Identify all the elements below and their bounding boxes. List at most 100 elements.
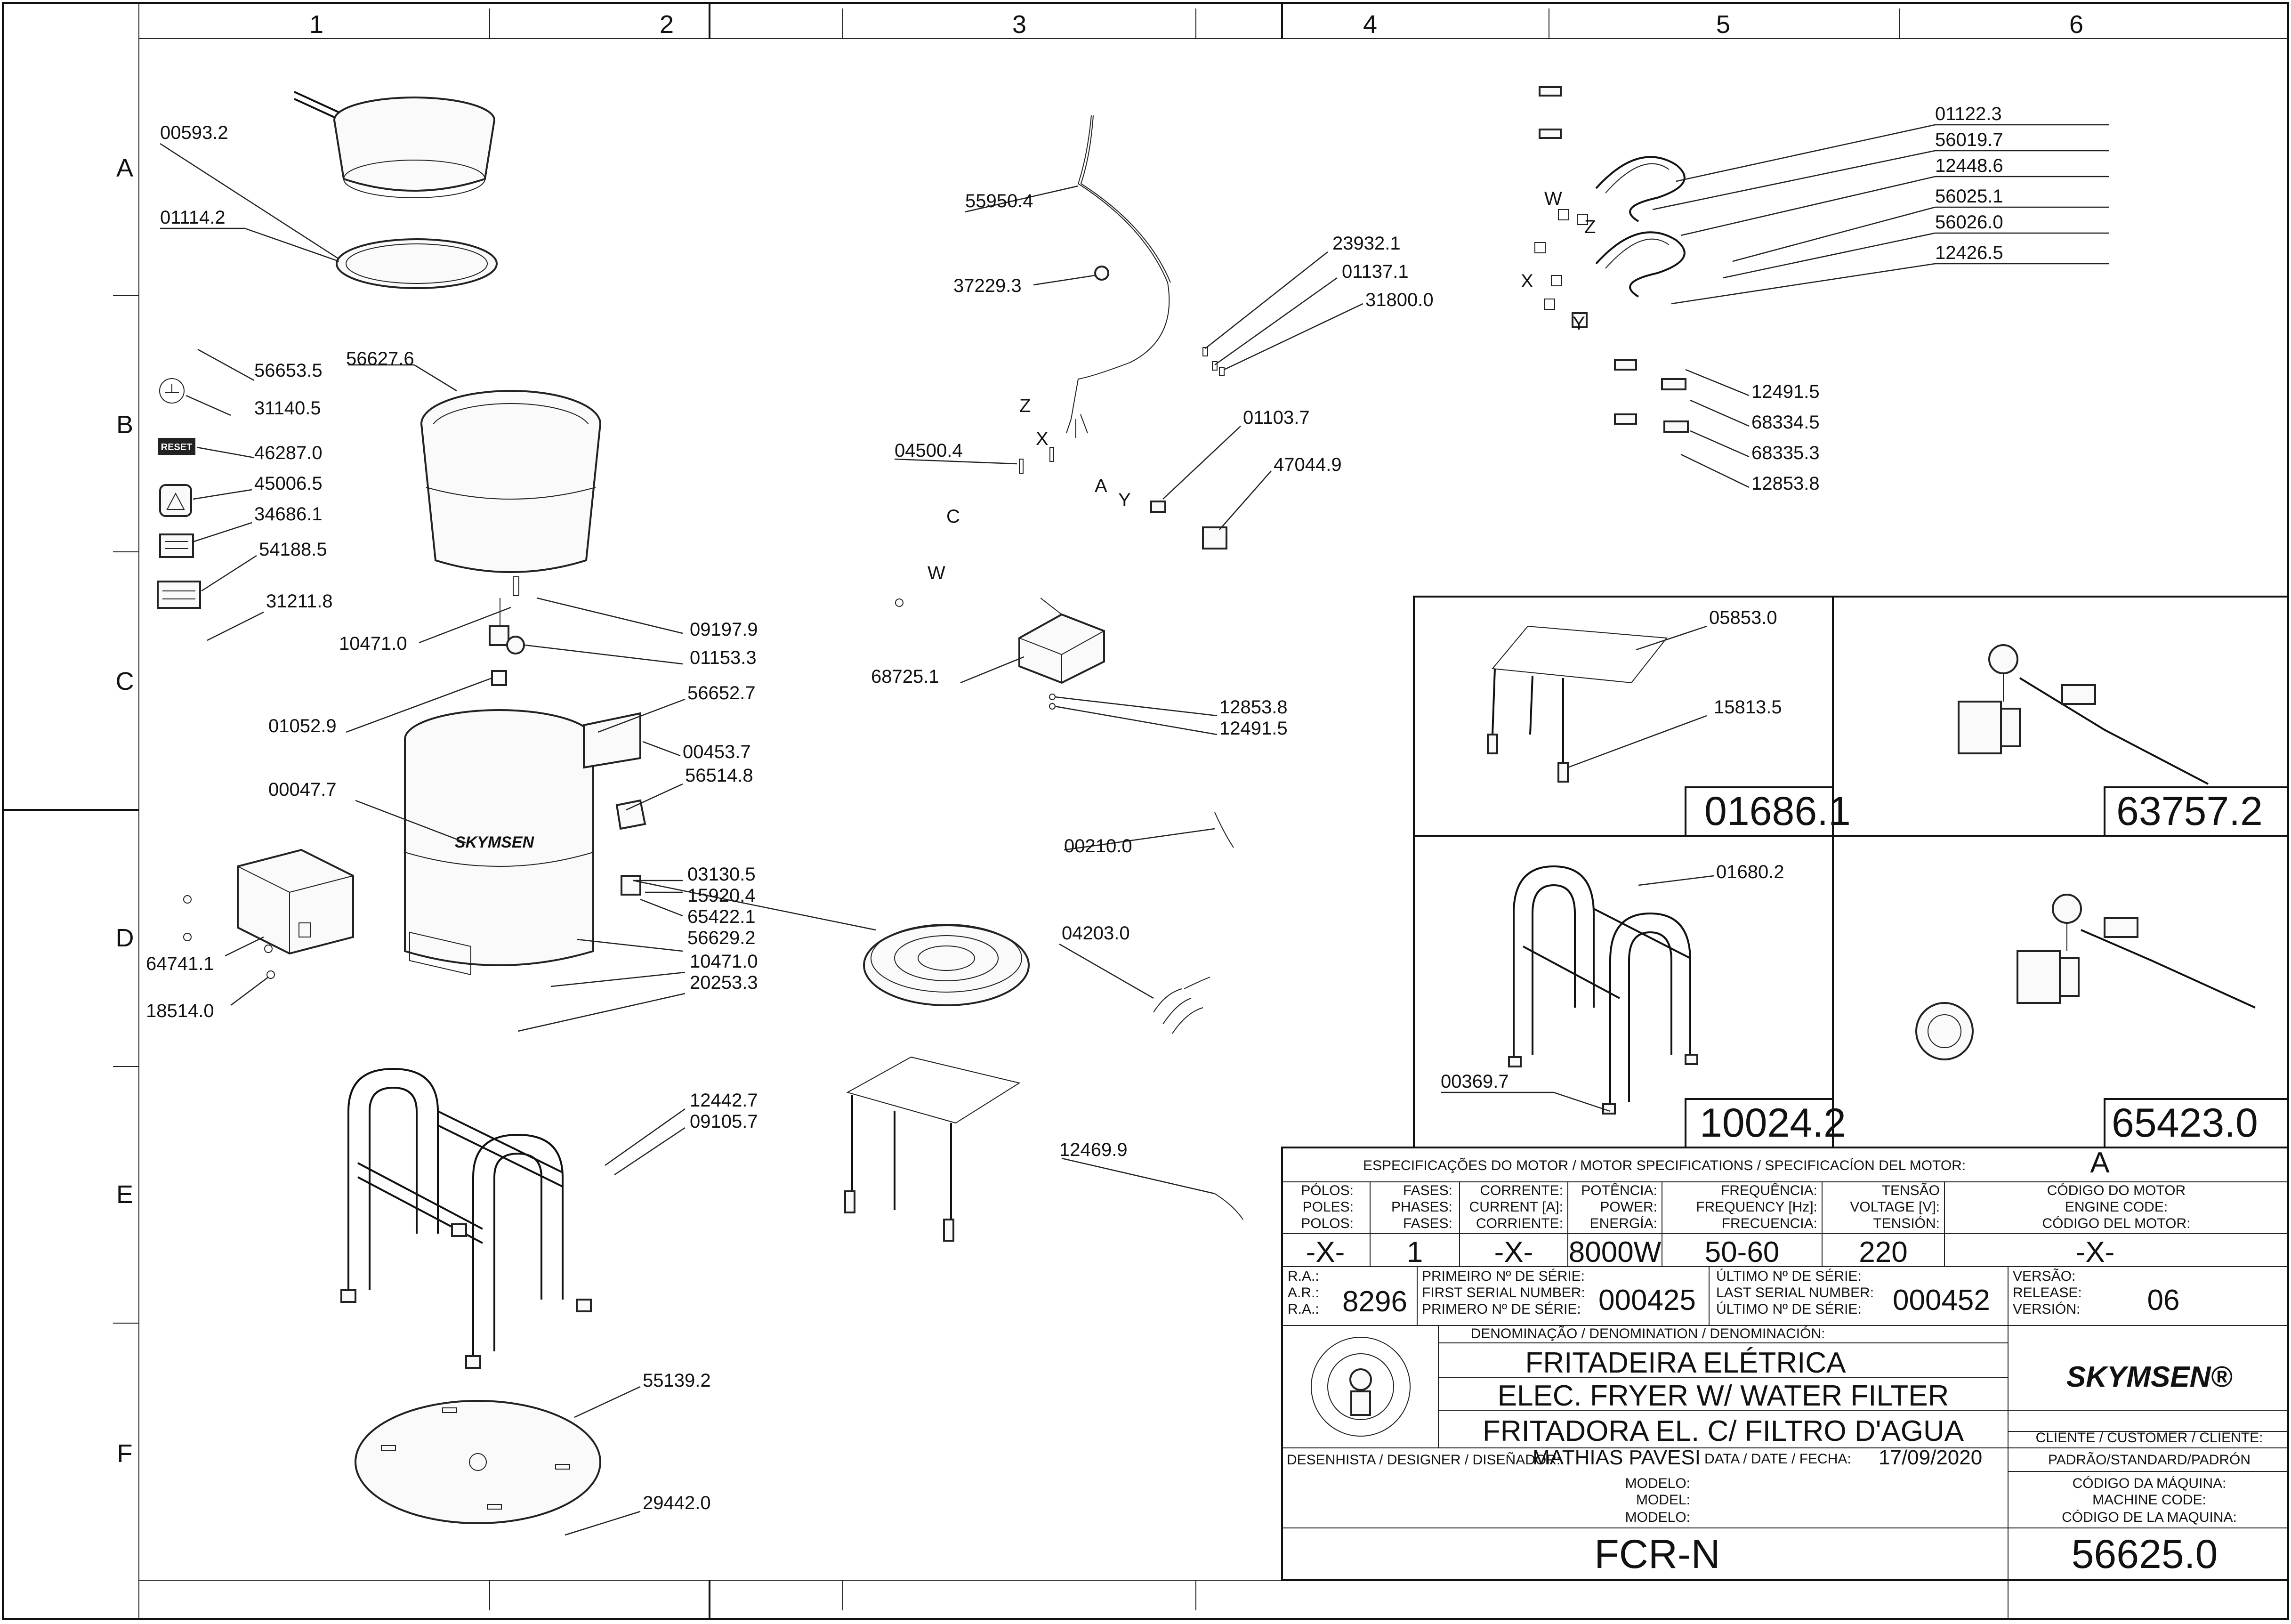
date-header: DATA / DATE / FECHA:: [1704, 1451, 1851, 1467]
ra-h0: R.A.:: [1288, 1268, 1319, 1284]
filter-plate: [615, 799, 646, 830]
power-cable: [1066, 115, 1171, 438]
element-clips: [1534, 86, 1689, 433]
poles-h2: POLOS:: [1301, 1216, 1354, 1231]
kit-thermostat-a: [1958, 644, 2209, 785]
current-h0: CORRENTE:: [1480, 1183, 1563, 1198]
model-h0: MODELO:: [1625, 1476, 1690, 1491]
callout-12853a: 12853.8: [1219, 697, 1288, 718]
callout-00210: 00210.0: [1064, 836, 1132, 856]
wire-letter-x: X: [1036, 428, 1049, 449]
current-h1: CURRENT [A]:: [1469, 1199, 1563, 1215]
callout-01114: 01114.2: [160, 207, 226, 228]
motor-code-h0: CÓDIGO DO MOTOR: [2047, 1183, 2186, 1198]
callout-01103: 01103.7: [1243, 407, 1310, 428]
wire-letters: Z X A Y C W W Z X Y: [928, 188, 1596, 583]
grid-col-2: 2: [660, 10, 674, 39]
callout-04500: 04500.4: [895, 440, 963, 461]
client-value: PADRÃO/STANDARD/PADRÓN: [2048, 1452, 2251, 1468]
tubular-stand-main: [340, 1067, 592, 1369]
kit-stand: 01680.2 00369.7: [1441, 862, 1784, 1115]
wire-letter-y2: Y: [1573, 313, 1585, 334]
wire-bundle-a: [1214, 812, 1234, 848]
callout-01052: 01052.9: [268, 716, 337, 736]
power-value: 8000W: [1569, 1236, 1662, 1268]
grid-col-3: 3: [1012, 10, 1026, 39]
callout-54188: 54188.5: [259, 539, 327, 560]
ground-symbol-decal: [159, 378, 185, 404]
electrical-box: [237, 848, 354, 955]
bottom-plate: [355, 1400, 601, 1524]
poles-value: -X-: [1306, 1236, 1345, 1268]
cable-gland: [1094, 266, 1109, 281]
callout-10471b: 10471.0: [690, 951, 758, 972]
last-serial-h0: ÚLTIMO Nº DE SÉRIE:: [1716, 1268, 1862, 1284]
callout-03130: 03130.5: [687, 864, 756, 885]
drain-fittings: [489, 598, 525, 686]
callouts-center: 55950.4 37229.3 23932.1 01137.1 31800.0 …: [871, 185, 1434, 1195]
callout-31211: 31211.8: [266, 591, 333, 612]
callout-68335: 68335.3: [1751, 443, 1820, 463]
denomination-header: DENOMINAÇÃO / DENOMINATION / DENOMINACIÓ…: [1471, 1325, 1825, 1341]
valve-block: [621, 875, 641, 896]
callout-56019: 56019.7: [1935, 129, 2003, 150]
grid-row-b: B: [116, 411, 133, 439]
info-label-decal: [159, 533, 194, 558]
power-h2: ENERGÍA:: [1590, 1216, 1657, 1231]
callout-34686: 34686.1: [254, 504, 323, 525]
wire-single: [1214, 1193, 1243, 1220]
connector-pins: [1019, 447, 1054, 474]
callout-31140: 31140.5: [254, 398, 321, 419]
callout-29442: 29442.0: [643, 1493, 711, 1513]
kit-basket-holder: 05853.0 15813.5: [1487, 607, 1782, 783]
small-bolts-center: [1049, 694, 1056, 710]
date-value: 17/09/2020: [1879, 1446, 1982, 1469]
callout-01122: 01122.3: [1935, 104, 2002, 124]
callouts-left: 00593.2 01114.2 56653.5 31140.5 46287.0 …: [146, 122, 876, 1536]
kit-65423: 65423.0: [2112, 1100, 2258, 1146]
kit-thermostat-b: [1915, 894, 2256, 1060]
callout-09197: 09197.9: [690, 619, 758, 640]
callout-15813: 15813.5: [1714, 697, 1782, 718]
callout-56514: 56514.8: [685, 765, 753, 786]
last-serial-h1: LAST SERIAL NUMBER:: [1716, 1285, 1874, 1301]
grid-col-4: 4: [1363, 10, 1377, 39]
body-brand-mark: SKYMSEN: [455, 833, 535, 851]
callout-56629: 56629.2: [687, 928, 756, 948]
callout-65422: 65422.1: [687, 906, 756, 927]
first-serial-h1: FIRST SERIAL NUMBER:: [1422, 1285, 1585, 1301]
authorized-service-seal: [1311, 1337, 1411, 1437]
callout-00453: 00453.7: [683, 742, 751, 762]
grid-col-5: 5: [1716, 10, 1730, 39]
reset-decal-text: RESET: [161, 442, 193, 452]
callout-45006: 45006.5: [254, 473, 323, 494]
callout-01680: 01680.2: [1716, 862, 1784, 882]
callout-12469: 12469.9: [1059, 1139, 1128, 1160]
model-h1: MODEL:: [1636, 1492, 1690, 1508]
voltage-value: 220: [1859, 1236, 1907, 1268]
kit-01686: 01686.1: [1704, 789, 1851, 834]
callout-56025: 56025.1: [1935, 186, 2003, 207]
wire-terminals: [1202, 347, 1225, 376]
poles-h0: PÓLOS:: [1301, 1183, 1354, 1198]
model-value: FCR-N: [1594, 1532, 1720, 1577]
grid-row-a: A: [116, 154, 133, 182]
last-serial-value: 000452: [1893, 1284, 1990, 1317]
ra-h2: R.A.:: [1288, 1301, 1319, 1317]
freq-h0: FREQUÊNCIA:: [1721, 1183, 1817, 1198]
filter-bracket: [583, 712, 641, 769]
element-support-frame: [844, 1056, 1021, 1242]
first-serial-value: 000425: [1598, 1284, 1696, 1317]
callout-12491a: 12491.5: [1219, 718, 1288, 739]
frequency-value: 50-60: [1705, 1236, 1780, 1268]
callout-01153: 01153.3: [690, 647, 757, 668]
callout-09105: 09105.7: [690, 1111, 758, 1132]
machine-code-h2: CÓDIGO DE LA MAQUINA:: [2062, 1510, 2237, 1525]
motor-code-h1: ENGINE CODE:: [2065, 1199, 2168, 1215]
freq-h1: FREQUENCY [Hz]:: [1696, 1199, 1817, 1215]
callout-15920: 15920.4: [687, 885, 756, 906]
callout-00369: 00369.7: [1441, 1071, 1509, 1092]
designer-header: DESENHISTA / DESIGNER / DISEÑADOR:: [1287, 1452, 1560, 1468]
callout-12426: 12426.5: [1935, 242, 2003, 263]
